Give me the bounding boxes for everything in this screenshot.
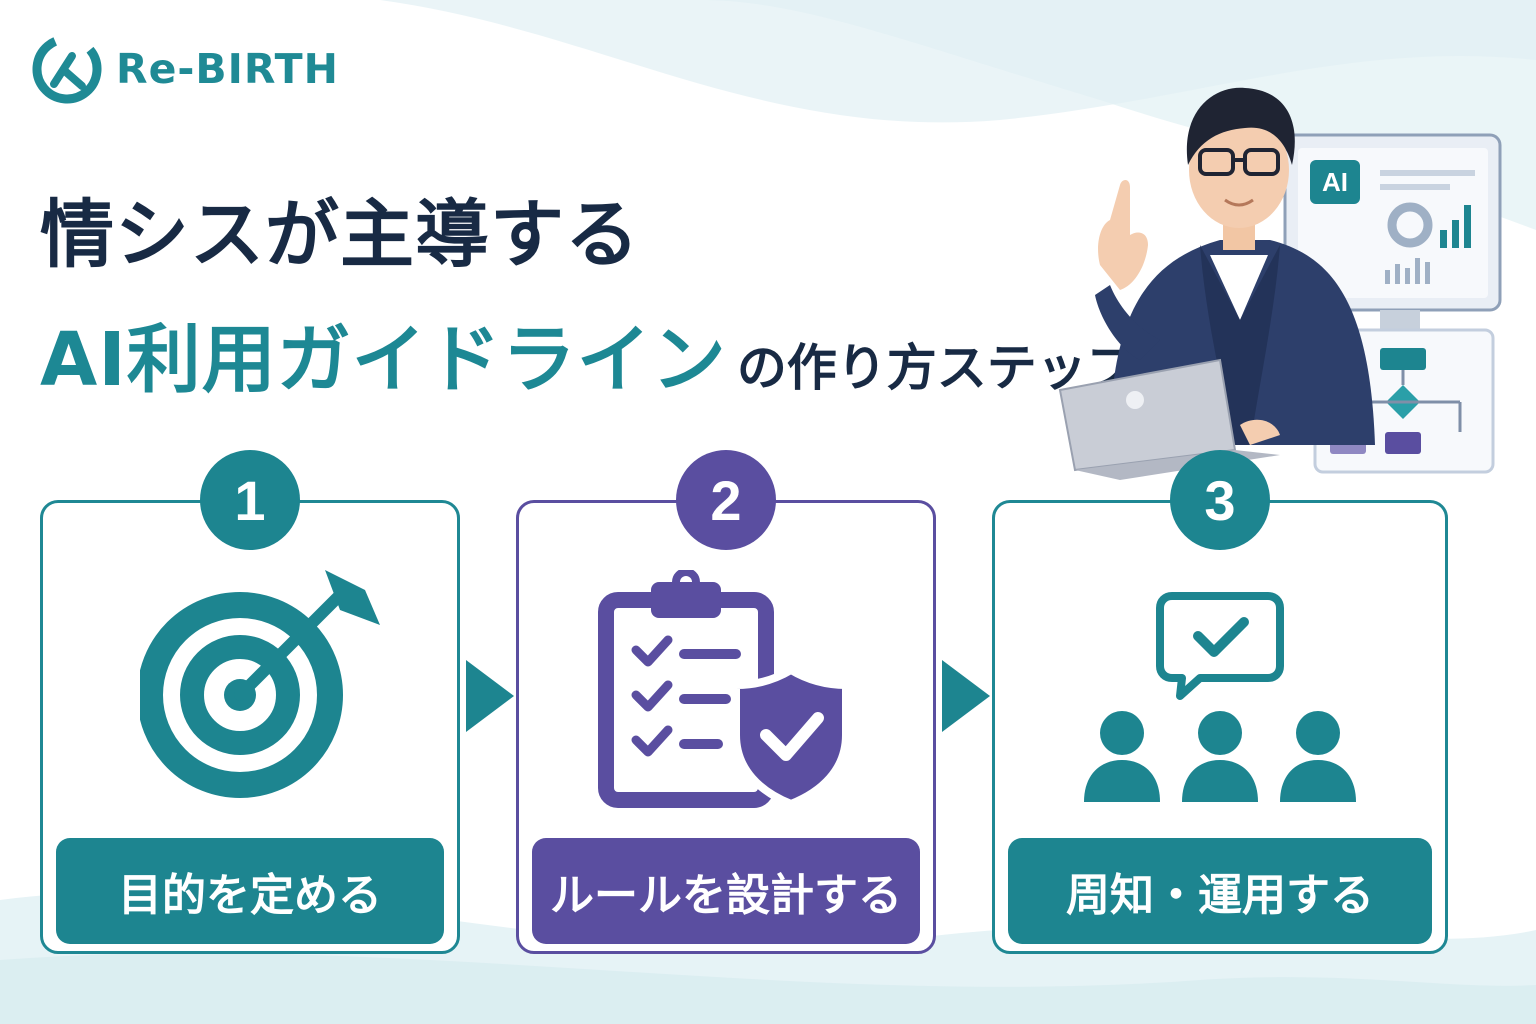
- monitor-icon: AI: [1283, 133, 1502, 332]
- team-chat-icon: [1084, 592, 1356, 802]
- rebirth-logo-icon: [32, 34, 102, 104]
- brand-logo: Re-BIRTH: [32, 34, 339, 104]
- monitor-ai-label: AI: [1322, 167, 1348, 197]
- headline-line-2: AI利用ガイドライン の作り方ステップ: [40, 300, 1137, 407]
- businessman-illustration: AI: [1058, 87, 1502, 480]
- target-icon: [140, 570, 380, 798]
- arrow-right-icon: [466, 660, 514, 732]
- brand-name: Re-BIRTH: [116, 45, 339, 93]
- headline-accent: AI利用ガイドライン: [40, 317, 727, 403]
- step-1-number: 1: [200, 450, 300, 550]
- step-3-label: 周知・運用する: [1008, 838, 1432, 944]
- arrow-right-icon: [942, 660, 990, 732]
- clipboard-shield-icon: [598, 570, 850, 809]
- headline-line-1: 情シスが主導する: [40, 192, 640, 278]
- step-3-number: 3: [1170, 450, 1270, 550]
- step-1-label: 目的を定める: [56, 838, 444, 944]
- step-2-number: 2: [676, 450, 776, 550]
- step-2-label: ルールを設計する: [532, 838, 920, 944]
